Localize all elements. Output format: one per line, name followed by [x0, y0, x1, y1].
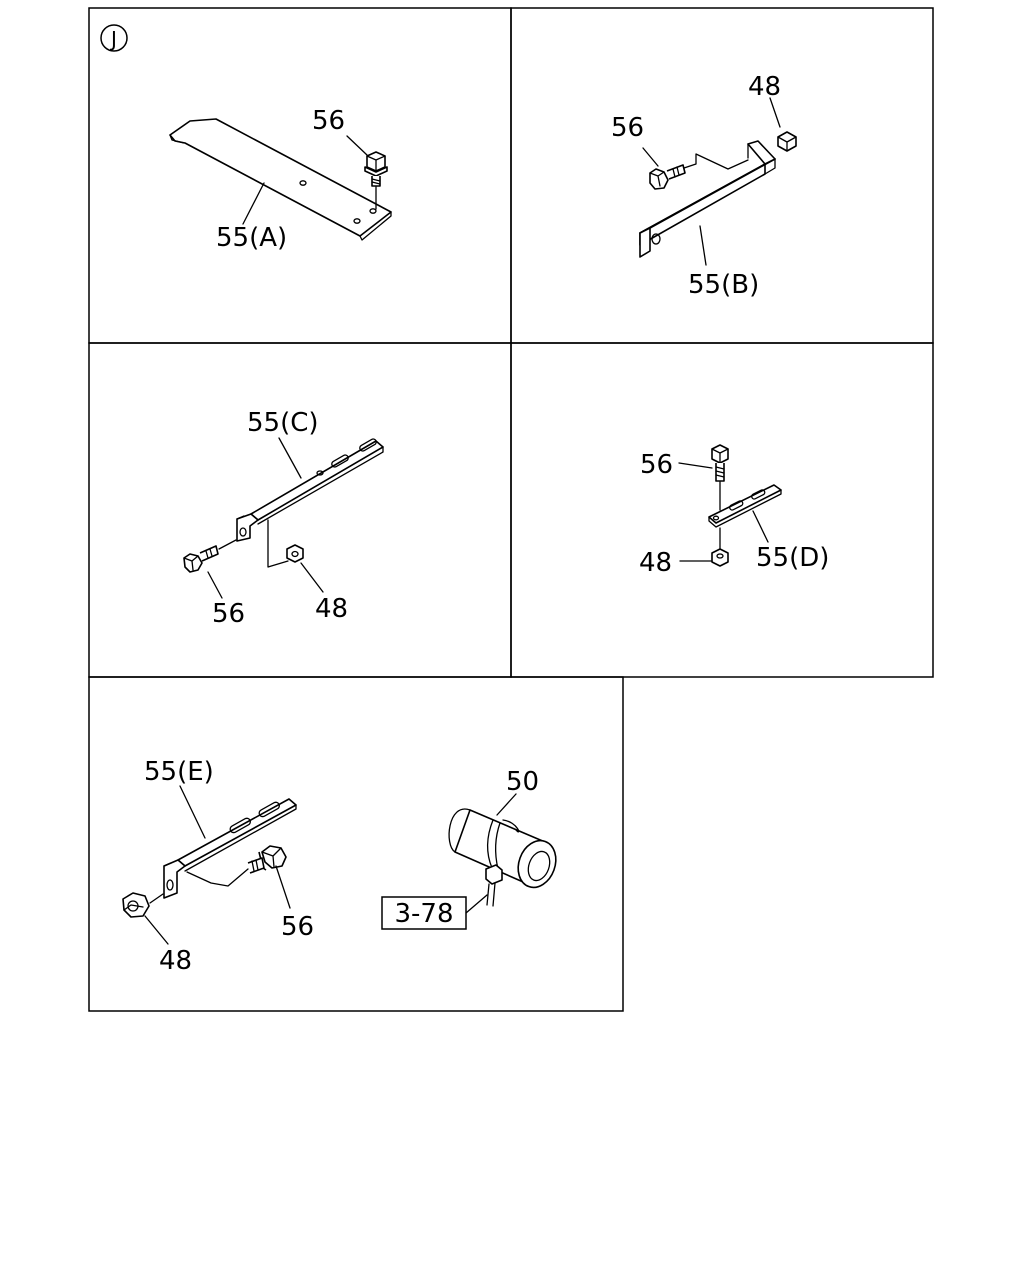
nut-axis-c [267, 519, 289, 568]
leader-56-a [346, 135, 368, 156]
nut-48-d [711, 548, 729, 567]
bolt-56-d [711, 444, 729, 511]
label-50: 50 [506, 767, 539, 797]
nut-48-c [286, 544, 304, 563]
nut-48-b [777, 131, 797, 152]
bolt-56-b [649, 164, 686, 190]
label-55e: 55(E) [144, 757, 214, 787]
label-56-d: 56 [640, 450, 673, 480]
leader-55b [699, 225, 707, 266]
leader-3-78 [465, 894, 488, 914]
label-48-d: 48 [639, 548, 672, 578]
view-marker-letter: J [109, 27, 117, 51]
panel-frames [88, 7, 934, 1012]
panel-e-frame [88, 676, 624, 1012]
label-48-b: 48 [748, 72, 781, 102]
label-56-b: 56 [611, 113, 644, 143]
panel-a: 56 55(A) [169, 106, 392, 253]
label-48-c: 48 [315, 594, 348, 624]
bracket-55a [169, 118, 392, 241]
clip-band [485, 819, 520, 907]
label-56-a: 56 [312, 106, 345, 136]
panel-d: 56 48 55(D) [639, 444, 829, 578]
panel-d-frame [510, 342, 934, 678]
bracket-55b [639, 140, 776, 258]
pipe-50 [448, 808, 557, 889]
nut-48-e [122, 892, 150, 918]
view-marker: J [100, 24, 128, 52]
label-55b: 55(B) [688, 270, 759, 300]
bracket-55e [163, 798, 297, 899]
nut-axis-e [149, 893, 164, 904]
leader-55e [179, 785, 206, 839]
leader-48-e [144, 915, 169, 945]
reference-box-3-78: 3-78 [381, 896, 467, 930]
bolt-axis-c [218, 539, 237, 550]
bolt-56-e [247, 845, 287, 874]
panel-c: 56 48 55(C) [183, 408, 384, 629]
bracket-55d [708, 484, 782, 528]
leader-56-d [678, 462, 713, 469]
leader-50 [496, 793, 517, 816]
leader-56-c [207, 571, 223, 599]
label-48-e: 48 [159, 946, 192, 976]
leader-55a [242, 182, 265, 225]
bolt-56-a [364, 151, 388, 210]
panel-b: 56 48 55(B) [611, 72, 797, 300]
leader-48-c [300, 562, 324, 593]
panel-c-frame [88, 342, 512, 678]
leader-55c [278, 437, 302, 479]
leader-56-e [275, 865, 291, 909]
leader-55d [752, 510, 769, 543]
label-55a: 55(A) [216, 223, 287, 253]
panel-e: 56 48 55(E) 50 3-78 [122, 757, 557, 976]
reference-3-78: 3-78 [394, 899, 453, 929]
leader-48-b [769, 97, 781, 128]
bracket-55c [236, 438, 384, 542]
leader-56-b [642, 147, 659, 167]
bolt-axis-e [186, 868, 249, 887]
label-55c: 55(C) [247, 408, 319, 438]
label-56-c: 56 [212, 599, 245, 629]
bolt-axis-b [683, 153, 749, 170]
label-56-e: 56 [281, 912, 314, 942]
label-55d: 55(D) [756, 543, 829, 573]
bolt-56-c [183, 545, 219, 573]
